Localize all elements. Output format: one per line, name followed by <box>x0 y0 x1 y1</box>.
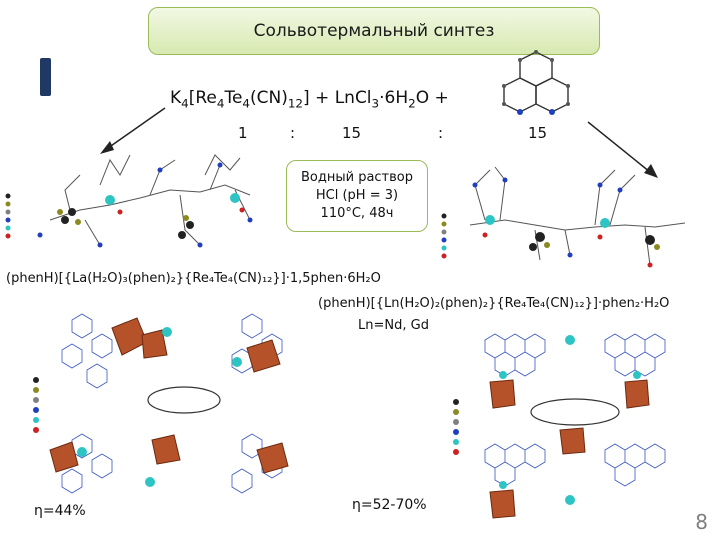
legend-top-left <box>4 192 14 244</box>
product-2-ln: Ln=Nd, Gd <box>358 318 429 333</box>
packing-left <box>49 313 289 494</box>
structure-left <box>37 154 253 248</box>
product-1-formula: (phenH)[{La(H₂O)₃(phen)₂}{Re₄Te₄(CN)₁₂}]… <box>6 271 381 286</box>
ratio-1: 1 <box>238 124 248 142</box>
arrow-left <box>107 107 166 149</box>
void-ellipse-right <box>530 398 620 426</box>
slide-title: Сольвотермальный синтез <box>253 21 495 41</box>
decor-bar <box>40 58 51 96</box>
yield-1: η=44% <box>34 503 86 519</box>
legend-bottom-left <box>32 376 42 436</box>
conditions-line-1: Водный раствор <box>300 170 413 185</box>
reaction-formula: K4[Re4Te4(CN)12] + LnCl3·6H2O + <box>170 88 449 111</box>
ratio-2: 15 <box>342 124 362 142</box>
phenanthroline-structure <box>502 50 570 115</box>
conditions-box: Водный раствор HCl (pH = 3) 110°C, 48ч <box>286 160 428 232</box>
legend-top-right <box>440 212 450 264</box>
arrow-right <box>587 121 651 173</box>
conditions-line-3: 110°C, 48ч <box>320 206 394 221</box>
structure-right <box>469 166 686 268</box>
ratio-sep-2: : <box>438 124 444 142</box>
packing-right <box>484 333 666 519</box>
product-2-formula: (phenH)[{Ln(H₂O)₂(phen)₂}{Re₄Te₄(CN)₁₂}]… <box>318 296 670 311</box>
ratio-3: 15 <box>528 124 548 142</box>
void-ellipse-left <box>147 386 221 414</box>
conditions-line-2: HCl (pH = 3) <box>315 188 399 203</box>
legend-bottom-right <box>452 398 462 458</box>
page-number: 8 <box>695 510 708 534</box>
yield-2: η=52-70% <box>352 497 427 513</box>
arrow-right-head <box>644 164 658 178</box>
title-box: Сольвотермальный синтез <box>148 7 600 55</box>
arrow-left-head <box>100 141 114 154</box>
ratio-sep-1: : <box>290 124 296 142</box>
